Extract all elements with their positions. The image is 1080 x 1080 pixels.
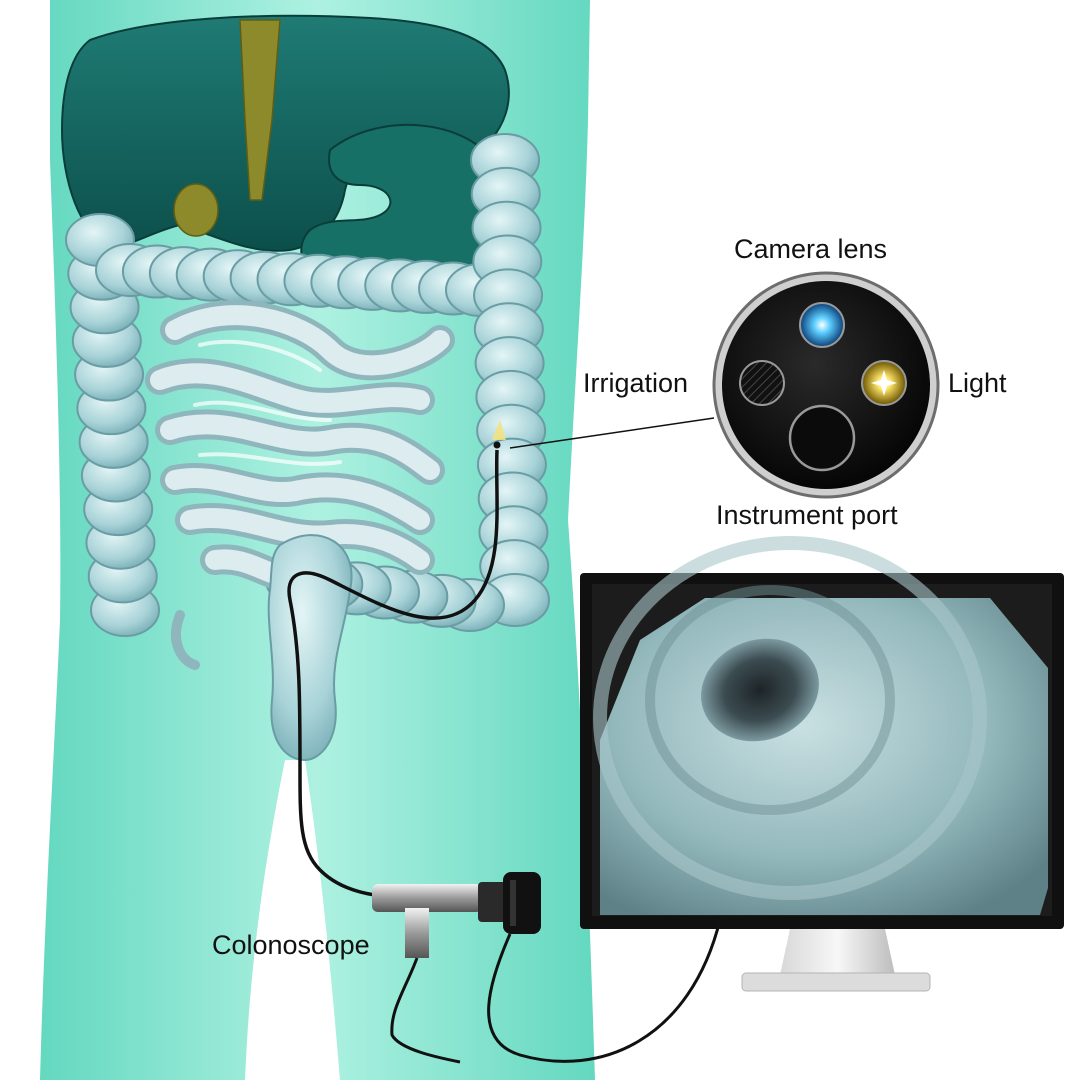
handle-cable-monitor — [487, 919, 722, 1063]
leader-line — [509, 417, 715, 449]
monitor-stand-neck — [780, 929, 895, 975]
light-sparkle — [871, 370, 897, 396]
camera-lens-label: Camera lens — [734, 234, 888, 264]
scope-head-diagram — [712, 271, 940, 499]
instrument-port-label: Instrument port — [716, 500, 898, 530]
scope-tip-glow — [492, 420, 506, 440]
colonoscope-handle — [372, 872, 541, 958]
gallbladder-organ — [239, 19, 281, 201]
colonoscope-label: Colonoscope — [212, 930, 370, 960]
lumen-opening — [701, 638, 819, 742]
monitor-stand-base — [741, 972, 931, 992]
colonoscope-cable — [298, 769, 376, 897]
handle-cable-left — [390, 957, 461, 1064]
appendix — [171, 610, 200, 670]
irrigation-label: Irrigation — [583, 368, 689, 398]
endoscope-ring-1 — [593, 536, 987, 900]
colonoscope-tube — [287, 449, 499, 771]
small-intestine — [145, 300, 455, 591]
monitor — [580, 536, 1064, 992]
instrument-port-icon — [788, 404, 856, 472]
scope-tip — [493, 441, 501, 449]
gallbladder-sac — [173, 183, 219, 237]
light-label: Light — [948, 368, 1007, 398]
irrigation-icon — [739, 360, 785, 406]
camera-lens-icon — [799, 302, 845, 348]
endoscope-ring-2 — [645, 585, 895, 815]
